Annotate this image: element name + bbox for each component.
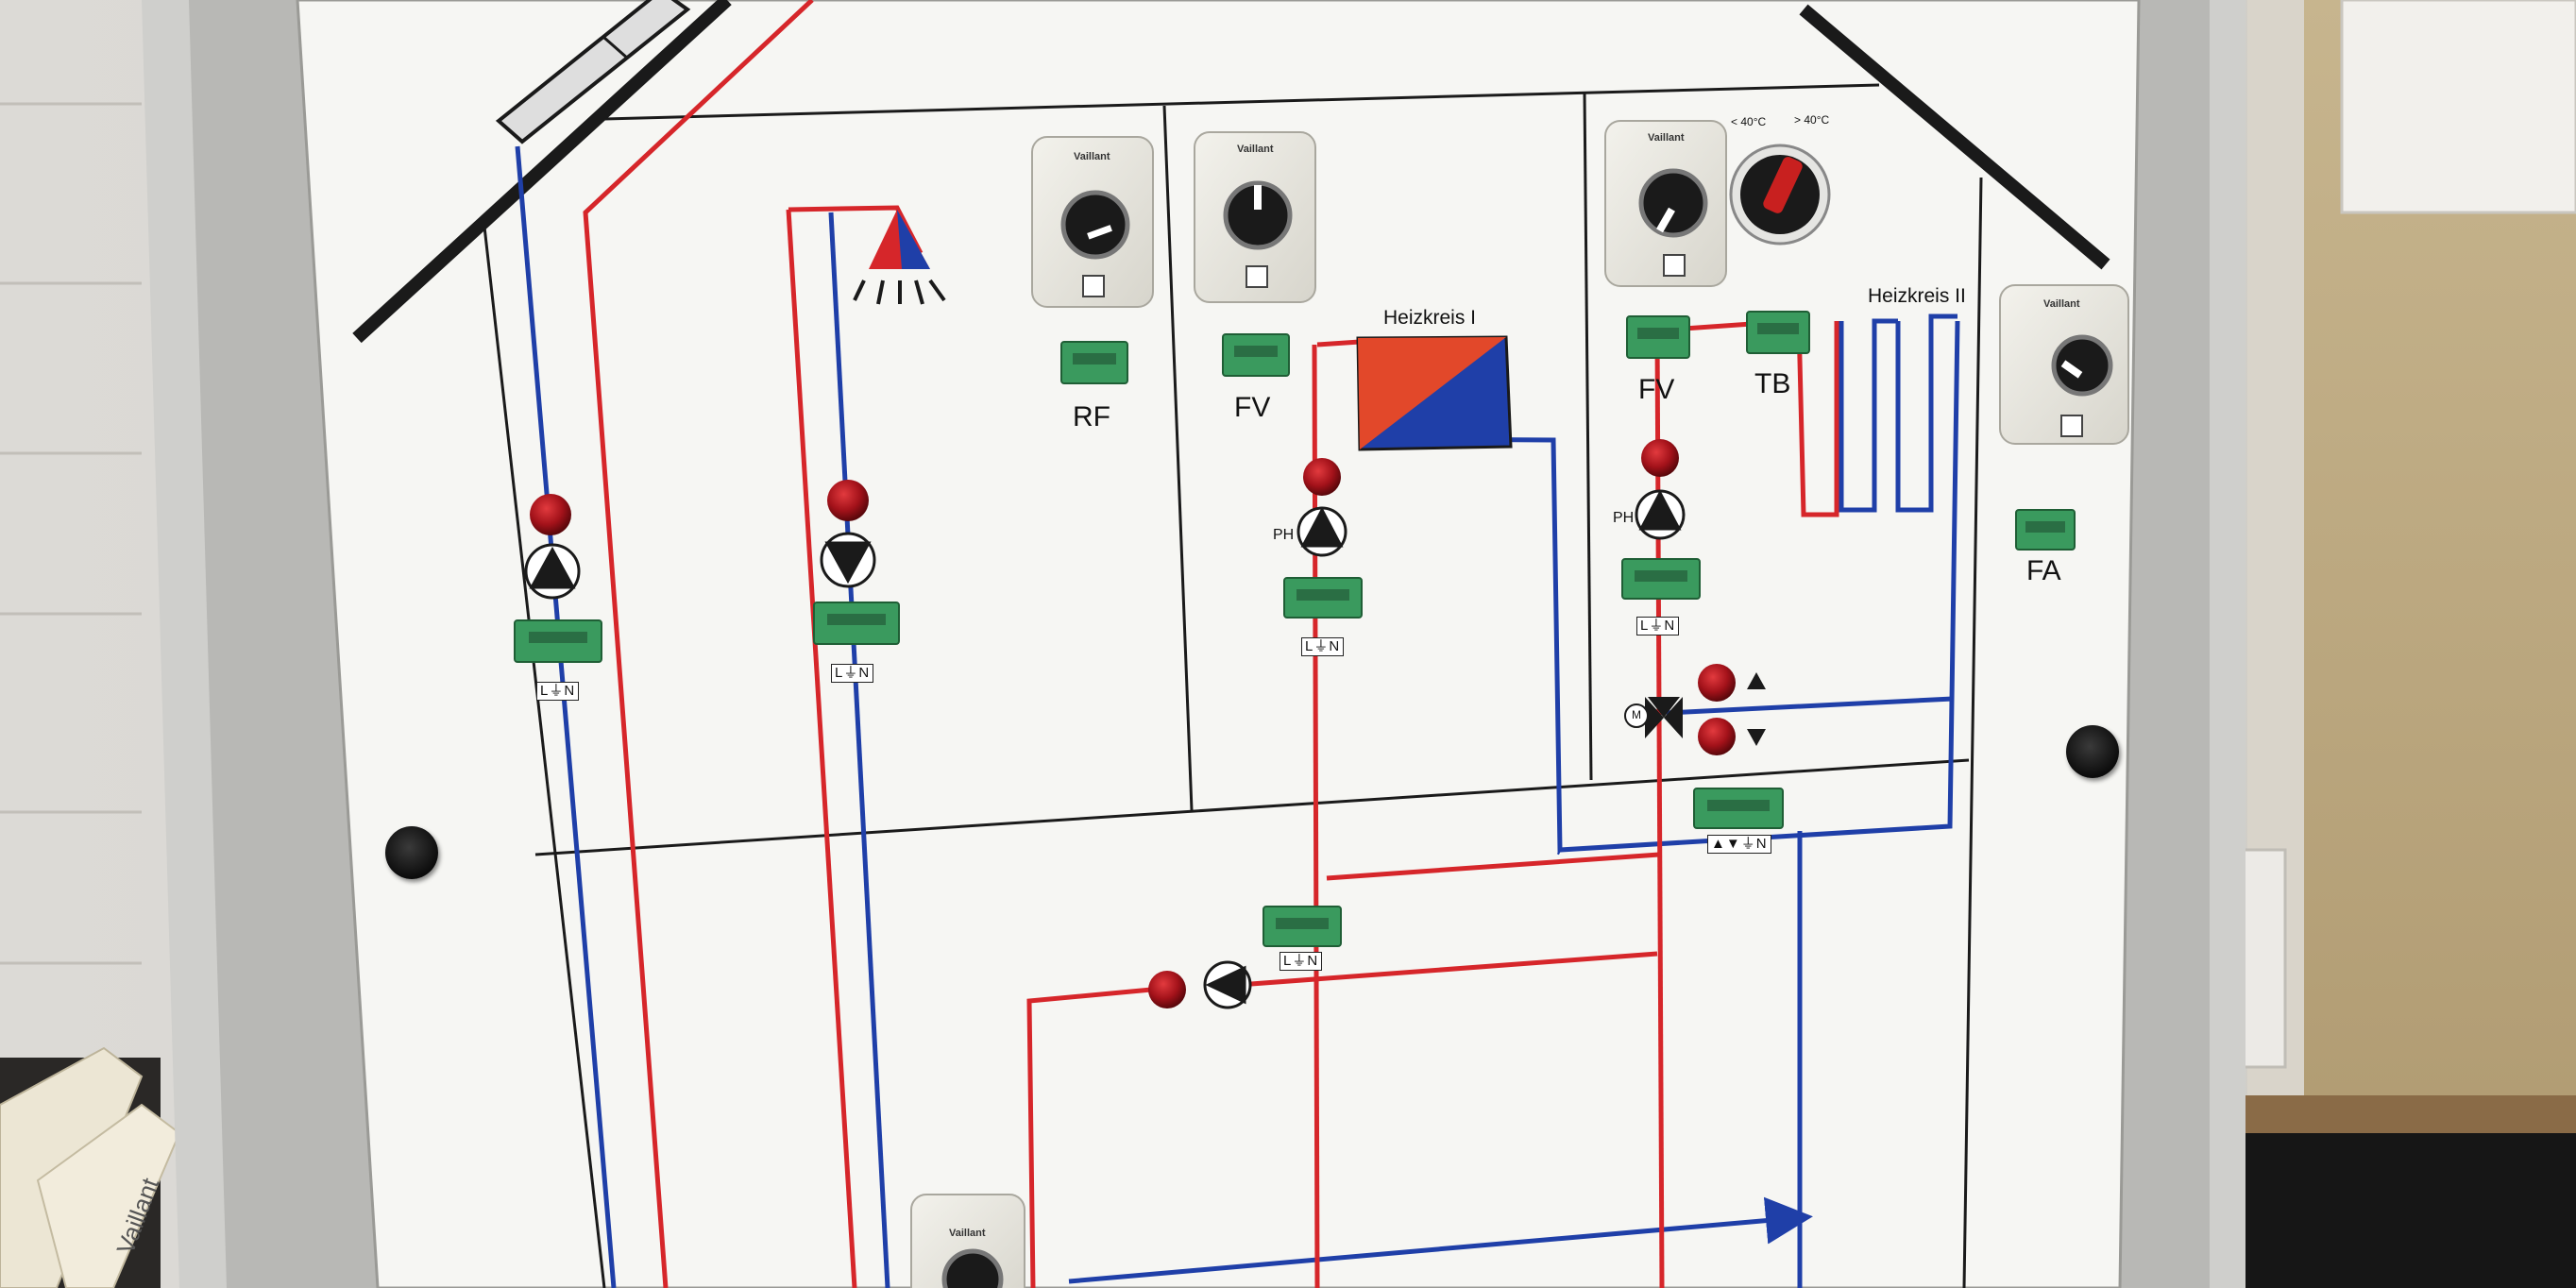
terminal-pump-circuit-2 xyxy=(1621,558,1701,600)
zone-label-fv-right: FV xyxy=(1638,374,1675,405)
indicator-lamps xyxy=(530,439,1736,1008)
controller-brand-fv-right: Vaillant xyxy=(1648,132,1685,144)
controller-plates xyxy=(1082,254,2083,437)
terminal-pump-storage xyxy=(813,602,900,645)
mixer-valve-icon xyxy=(1624,672,1766,746)
pump-icons xyxy=(524,489,1686,1009)
dial-fa xyxy=(2051,334,2113,397)
pump-boiler-icon xyxy=(1203,960,1252,1009)
pump-ph-label-2: PH xyxy=(1613,510,1635,526)
brick-wall-left xyxy=(0,102,142,965)
connector-label-pump-boiler: L⏚N xyxy=(1280,952,1323,971)
mixer-motor-label: M xyxy=(1632,708,1641,721)
connector-label-pump-circuit-1: L⏚N xyxy=(1301,637,1345,656)
lamp-mixer-open xyxy=(1698,664,1736,702)
thermostat-below-40-label: < 40°C xyxy=(1731,115,1767,128)
terminal-blocks xyxy=(514,311,2076,947)
arrow-up-icon xyxy=(1747,672,1766,689)
lamp-solar-pump xyxy=(530,494,571,535)
dial-fv-left xyxy=(1223,180,1293,250)
terminal-mixer xyxy=(1693,788,1784,829)
mounting-knob-left xyxy=(385,826,438,879)
arrow-down-icon xyxy=(1747,729,1766,746)
dial-rf xyxy=(1060,190,1130,260)
lamp-circuit-1-pump xyxy=(1303,458,1341,496)
terminal-tb xyxy=(1746,311,1810,354)
dark-floor-right xyxy=(2238,1133,2576,1288)
controller-brand-fv-left: Vaillant xyxy=(1237,144,1274,155)
zone-label-fa: FA xyxy=(2026,555,2061,586)
lamp-mixer-close xyxy=(1698,718,1736,755)
roof-line-right xyxy=(1799,4,2110,270)
pump-circuit-1-icon xyxy=(1296,506,1347,557)
terminal-pump-solar xyxy=(514,619,602,663)
cabinet-trim xyxy=(2238,1095,2576,1133)
heating-circuit-2-label: Heizkreis II xyxy=(1868,285,1966,307)
terminal-rf xyxy=(1060,341,1128,384)
room-walls xyxy=(483,83,1983,1288)
pump-solar-icon xyxy=(524,543,581,600)
terminal-fv-right xyxy=(1626,315,1690,359)
heating-circuit-2-coil-blue xyxy=(1895,314,1957,513)
heating-circuit-2-coil-blue-b xyxy=(1839,318,1898,513)
pump-storage-icon xyxy=(820,532,876,588)
controller-brand-bottom: Vaillant xyxy=(949,1228,986,1239)
mounting-knob-right xyxy=(2066,725,2119,778)
solar-collector xyxy=(495,0,691,144)
roof-line-left xyxy=(352,0,732,344)
terminal-pump-circuit-1 xyxy=(1283,577,1363,619)
terminal-fa xyxy=(2015,509,2076,551)
thermostat-above-40-label: > 40°C xyxy=(1794,113,1830,127)
terminal-pump-boiler xyxy=(1263,906,1342,947)
terminal-fv-left xyxy=(1222,333,1290,377)
controller-brand-rf: Vaillant xyxy=(1074,151,1110,162)
zone-label-tb: TB xyxy=(1754,368,1791,399)
zone-label-fv-left: FV xyxy=(1234,392,1271,423)
connector-label-pump-solar: L⏚N xyxy=(536,682,580,701)
zone-label-rf: RF xyxy=(1073,401,1110,432)
lamp-circuit-2-pump xyxy=(1641,439,1679,477)
pump-circuit-2-icon xyxy=(1635,489,1686,540)
white-box-top-right xyxy=(2340,0,2576,214)
heating-circuit-1-label: Heizkreis I xyxy=(1383,307,1477,329)
connector-label-pump-storage: L⏚N xyxy=(831,664,874,683)
connector-label-mixer: ▲▼⏚N xyxy=(1707,835,1771,854)
paper-binders: Vaillant xyxy=(0,1046,181,1288)
temperature-limiter-switch xyxy=(1729,144,1831,246)
connector-label-pump-circuit-2: L⏚N xyxy=(1636,617,1680,636)
pump-ph-label-1: PH xyxy=(1273,527,1295,543)
heating-circuit-1-exchanger xyxy=(1356,335,1513,451)
dial-fv-right xyxy=(1638,168,1708,238)
lamp-boiler-pump xyxy=(1148,971,1186,1008)
lamp-storage-pump xyxy=(827,480,869,521)
controller-dials xyxy=(941,168,2113,1288)
dial-bottom xyxy=(941,1248,1004,1288)
shower-head-icon xyxy=(853,210,946,305)
controller-brand-fa: Vaillant xyxy=(2043,298,2080,310)
